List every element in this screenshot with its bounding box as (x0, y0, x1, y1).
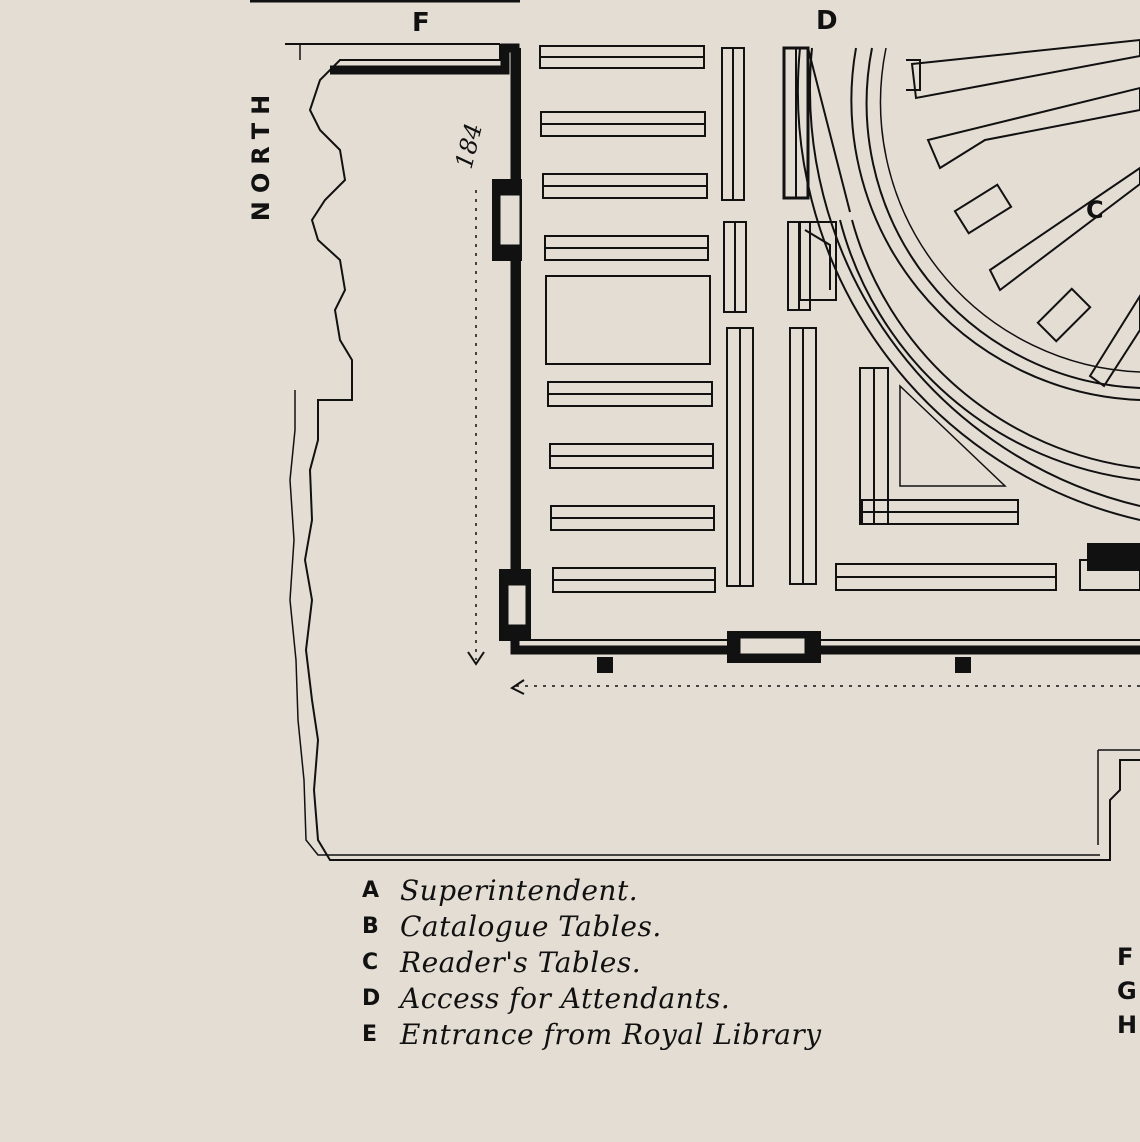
legend-item: A Superintendent. (362, 872, 822, 908)
north-label: NORTH (247, 86, 275, 222)
label-f-top: F (412, 8, 430, 38)
legend-text: Entrance from Royal Library (400, 1017, 822, 1051)
legend-text: Catalogue Tables. (400, 909, 662, 943)
reading-room-arcs (796, 47, 1140, 521)
legend-text: Superintendent. (400, 873, 639, 907)
readers-tables (906, 38, 1140, 388)
legend-right: F G H (1117, 940, 1137, 1042)
label-d-top: D (816, 6, 838, 36)
legend: A Superintendent. B Catalogue Tables. C … (362, 872, 822, 1052)
legend-key: G (1117, 977, 1137, 1005)
legend-key: A (362, 877, 380, 903)
outer-wall (285, 43, 1140, 861)
legend-item: C Reader's Tables. (362, 944, 822, 980)
legend-key: E (362, 1021, 378, 1047)
legend-key: D (362, 985, 381, 1011)
legend-key: C (362, 949, 379, 975)
catalogue-tables (539, 45, 716, 593)
legend-key: H (1117, 1011, 1138, 1039)
legend-item: D Access for Attendants. (362, 980, 822, 1016)
legend-text: Access for Attendants. (400, 981, 731, 1015)
stair-east (1087, 543, 1140, 571)
inner-wall (330, 43, 1140, 655)
legend-item: B Catalogue Tables. (362, 908, 822, 944)
label-c-room: C (1086, 196, 1104, 224)
legend-item: E Entrance from Royal Library (362, 1016, 822, 1052)
legend-text: Reader's Tables. (400, 945, 642, 979)
legend-key: B (362, 913, 379, 939)
legend-key: F (1117, 943, 1134, 971)
